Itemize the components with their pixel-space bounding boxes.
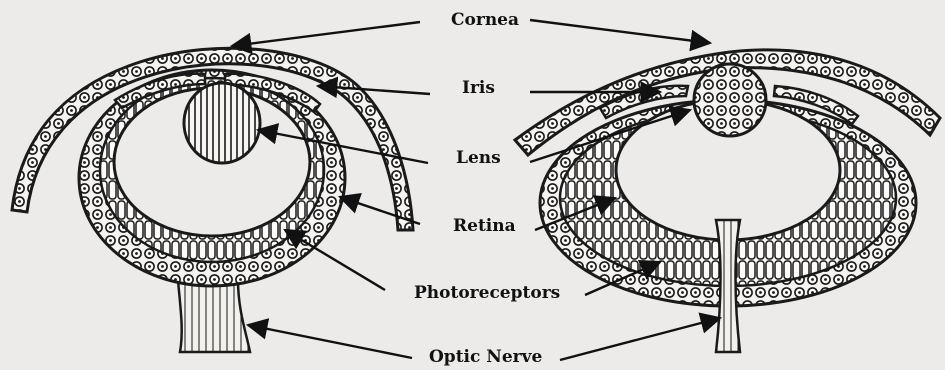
arrow-optic-nerve-left [248,325,412,358]
right-eye [515,50,940,352]
left-lens [184,83,260,163]
label-retina: Retina [453,216,516,236]
right-optic-nerve [716,220,740,352]
right-lens [694,64,766,136]
label-lens: Lens [456,148,501,168]
arrow-optic-nerve-right [560,318,720,360]
label-cornea: Cornea [451,10,519,30]
arrow-cornea-left [232,22,420,46]
left-optic-nerve [178,280,250,352]
label-optic-nerve: Optic Nerve [429,347,542,367]
label-photoreceptors: Photoreceptors [414,283,560,303]
arrow-cornea-right [530,20,710,43]
label-iris: Iris [462,78,495,98]
